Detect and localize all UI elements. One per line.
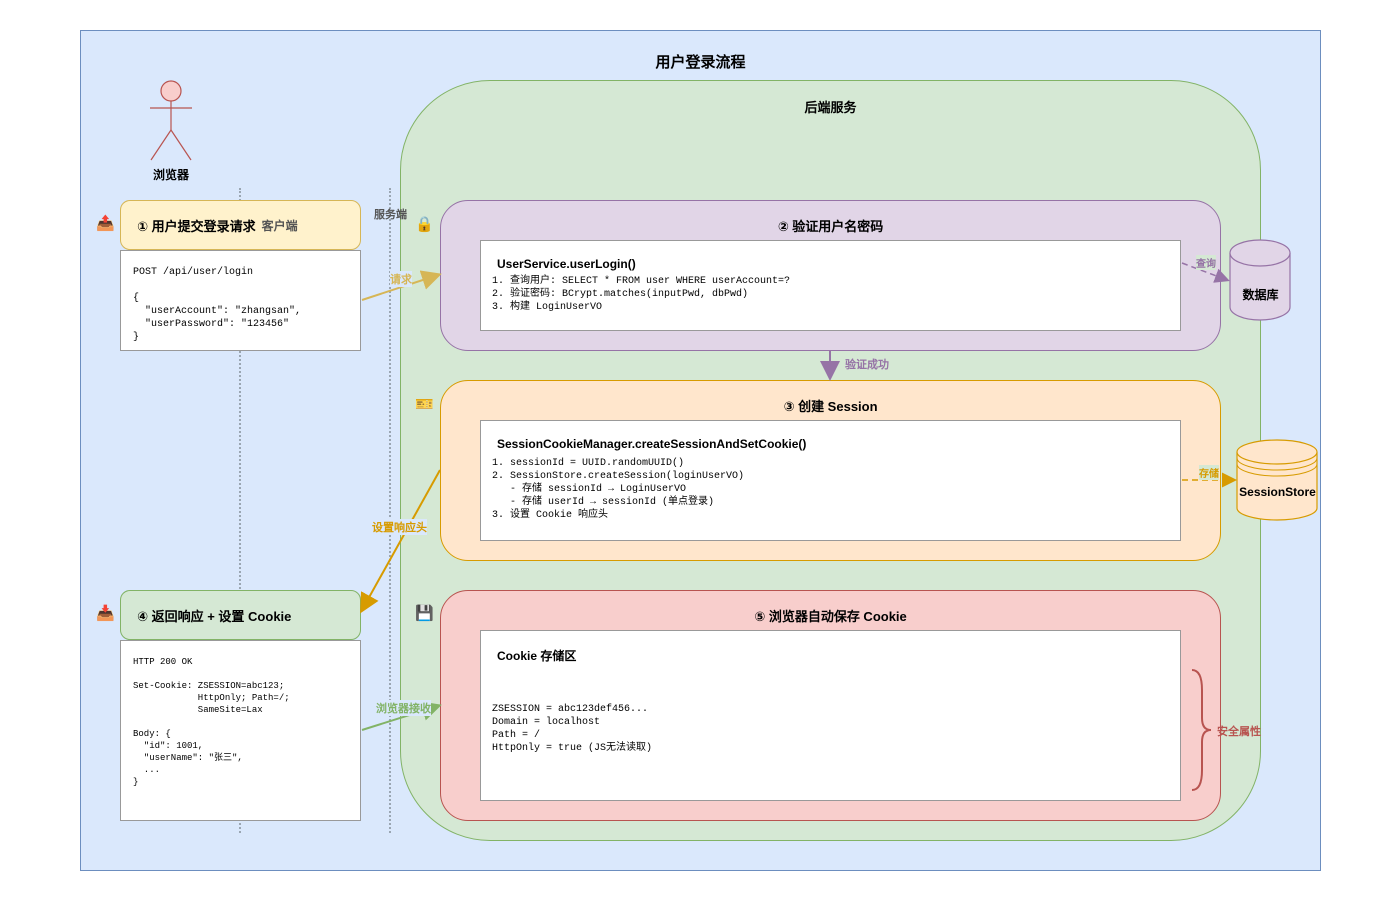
query-arrow xyxy=(1181,262,1230,283)
request-arrow xyxy=(361,270,442,301)
server-lifeline xyxy=(389,188,391,833)
server-region-label: 服务端 xyxy=(374,209,407,221)
security-attributes-label: 安全属性 xyxy=(1217,726,1261,738)
diagram-title: 用户登录流程 xyxy=(655,54,746,71)
step3-method: SessionCookieManager.createSessionAndSet… xyxy=(497,437,807,451)
step2-method: UserService.userLogin() xyxy=(497,257,636,271)
lock-icon: 🔒 xyxy=(415,216,434,233)
floppy-disk-icon: 💾 xyxy=(415,605,434,622)
outbox-icon: 📤 xyxy=(96,215,115,232)
database-cylinder-icon xyxy=(1229,239,1291,321)
cookie-storage-title: Cookie 存储区 xyxy=(497,649,577,663)
step4-title: ④ 返回响应 + 设置 Cookie xyxy=(137,608,292,624)
set-header-edge-label: 设置响应头 xyxy=(372,519,427,535)
ticket-icon: 🎫 xyxy=(415,396,434,413)
step1-title: ① 用户提交登录请求 xyxy=(137,218,256,234)
security-brace xyxy=(1191,669,1212,791)
query-edge-label: 查询 xyxy=(1196,255,1216,270)
client-region-label: 客户端 xyxy=(261,218,298,233)
step1-header: ① 用户提交登录请求 客户端 xyxy=(120,200,361,250)
session-store-cylinder-icon xyxy=(1236,439,1318,521)
login-response-body: HTTP 200 OK Set-Cookie: ZSESSION=abc123;… xyxy=(120,640,361,821)
session-store-label: SessionStore xyxy=(1239,485,1316,499)
step4-header: ④ 返回响应 + 设置 Cookie xyxy=(120,590,361,640)
backend-service-title: 后端服务 xyxy=(804,100,857,115)
step2-title: ② 验证用户名密码 xyxy=(777,219,884,234)
set-header-arrow xyxy=(360,469,441,614)
browser-receive-edge-label: 浏览器接收 xyxy=(376,700,431,716)
client-lifeline xyxy=(239,188,241,833)
store-edge-label: 存储 xyxy=(1199,465,1219,480)
step5-title: ⑤ 浏览器自动保存 Cookie xyxy=(754,609,907,624)
cookie-values: ZSESSION = abc123def456... Domain = loca… xyxy=(492,704,653,754)
step3-title: ③ 创建 Session xyxy=(783,399,878,414)
database-label: 数据库 xyxy=(1242,288,1279,302)
browser-actor-label: 浏览器 xyxy=(152,168,189,182)
browser-actor-icon xyxy=(150,80,192,161)
user-login-method-box xyxy=(480,240,1181,331)
inbox-icon: 📥 xyxy=(96,605,115,622)
verify-success-edge-label: 验证成功 xyxy=(845,359,889,371)
login-request-body: POST /api/user/login { "userAccount": "z… xyxy=(120,250,361,351)
step3-code: 1. sessionId = UUID.randomUUID() 2. Sess… xyxy=(492,458,745,521)
cookie-storage-box xyxy=(480,630,1181,801)
request-edge-label: 请求 xyxy=(390,271,412,287)
session-manager-method-box xyxy=(480,420,1181,541)
step2-code: 1. 查询用户: SELECT * FROM user WHERE userAc… xyxy=(492,276,791,313)
